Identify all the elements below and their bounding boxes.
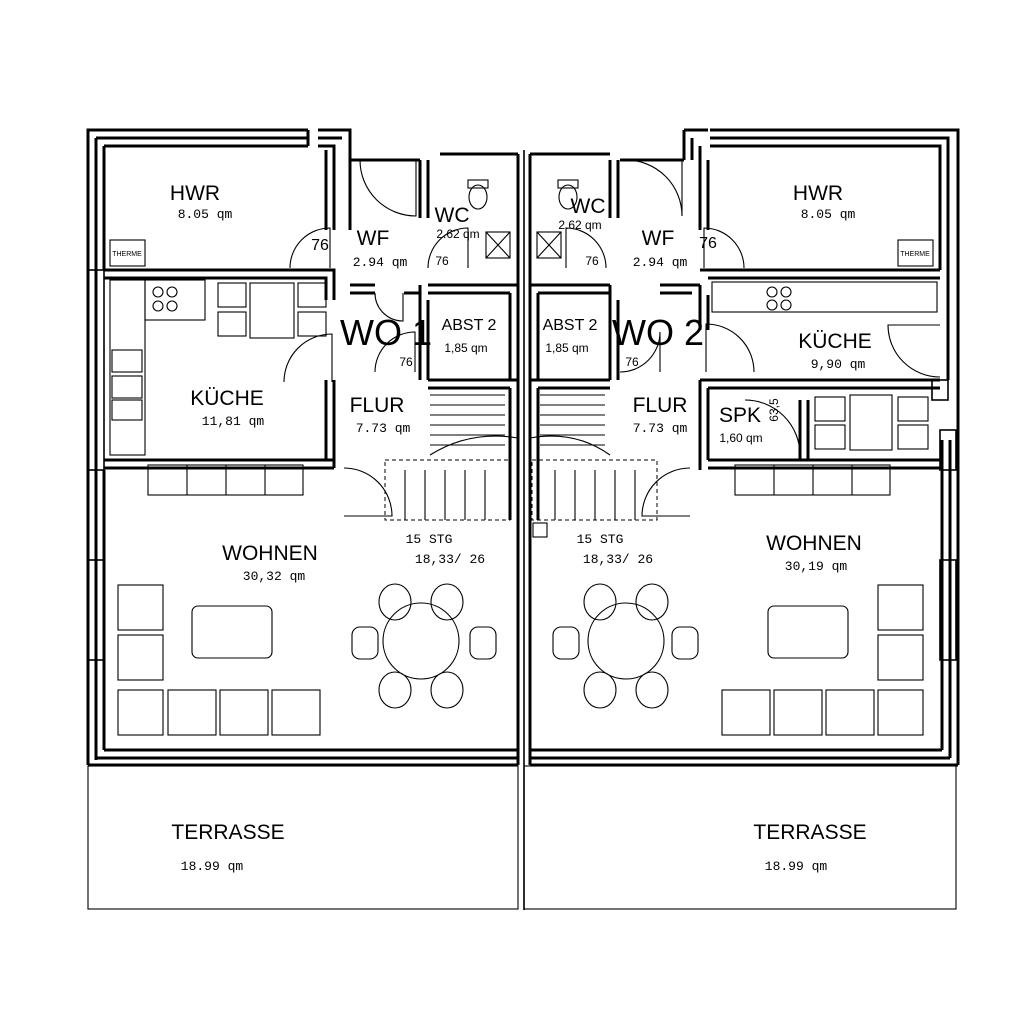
room-area-hwr-right: 8.05 qm	[801, 207, 856, 222]
door-dim-76-wc-right: 76	[585, 254, 599, 268]
room-area-spk: 1,60 qm	[719, 431, 762, 445]
room-area-abst-left: 1,85 qm	[444, 341, 487, 355]
room-area-wf-left: 2.94 qm	[353, 255, 408, 270]
room-name-flur-left: FLUR	[350, 394, 405, 417]
room-name-wohnen-left: WOHNEN	[222, 542, 318, 565]
room-name-spk: SPK	[719, 404, 761, 427]
room-area-flur-left: 7.73 qm	[356, 421, 411, 436]
room-area-abst-right: 1,85 qm	[545, 341, 588, 355]
room-area-hwr-left: 8.05 qm	[178, 207, 233, 222]
room-name-abst-right: ABST 2	[543, 317, 598, 334]
room-area-wc-right: 2.62 qm	[558, 218, 601, 232]
sanitary	[467, 179, 579, 259]
door-dim-76-wc-left: 76	[435, 254, 449, 268]
room-name-kueche-left: KÜCHE	[190, 387, 264, 410]
therme-label-right: THERME	[900, 251, 930, 258]
unit-label-wo1: WO 1	[340, 312, 432, 353]
room-area-wohnen-right: 30,19 qm	[785, 559, 848, 574]
room-area-wohnen-left: 30,32 qm	[243, 569, 306, 584]
room-name-terrasse-left: TERRASSE	[171, 821, 284, 844]
stair-steps-left: 15 STG	[406, 532, 453, 547]
stair-ratio-right: 18,33/ 26	[583, 552, 653, 567]
room-area-kueche-left: 11,81 qm	[202, 414, 265, 429]
furniture-right	[552, 239, 938, 736]
room-area-flur-right: 7.73 qm	[633, 421, 688, 436]
room-name-wohnen-right: WOHNEN	[766, 532, 862, 555]
door-dim-spk: 63,5	[767, 398, 781, 422]
room-name-wc-right: WC	[571, 195, 606, 218]
labels-left: HWR 8.05 qm THERME WF 2.94 qm 76 76 WC 2…	[112, 182, 496, 874]
door-dim-76-wo1: 76	[399, 355, 413, 369]
door-dim-76-hwr-left: 76	[311, 237, 329, 254]
doors	[283, 159, 941, 517]
labels-right: HWR 8.05 qm THERME WF 2.94 qm 76 76 WC 2…	[543, 182, 931, 874]
outer-walls	[86, 128, 960, 910]
room-name-hwr-right: HWR	[793, 182, 843, 205]
stairs	[384, 394, 658, 538]
room-area-wf-right: 2.94 qm	[633, 255, 688, 270]
therme-label-left: THERME	[112, 251, 142, 258]
room-name-hwr-left: HWR	[170, 182, 220, 205]
room-area-terrasse-right: 18.99 qm	[765, 859, 828, 874]
stair-ratio-left: 18,33/ 26	[415, 552, 485, 567]
stair-steps-right: 15 STG	[577, 532, 624, 547]
room-area-wc-left: 2.62 qm	[436, 227, 479, 241]
unit-label-wo2: WO 2	[612, 312, 704, 353]
room-name-wf-left: WF	[357, 227, 390, 250]
door-dim-76-wo2: 76	[625, 355, 639, 369]
room-name-kueche-right: KÜCHE	[798, 330, 872, 353]
room-name-abst-left: ABST 2	[442, 317, 497, 334]
room-name-wf-right: WF	[642, 227, 675, 250]
room-area-kueche-right: 9,90 qm	[811, 357, 866, 372]
room-name-flur-right: FLUR	[633, 394, 688, 417]
interior-walls-right	[528, 160, 957, 661]
furniture-left	[109, 239, 497, 736]
terraces	[87, 765, 957, 910]
room-name-wc-left: WC	[435, 204, 470, 227]
door-dim-76-hwr-right: 76	[699, 235, 717, 252]
room-area-terrasse-left: 18.99 qm	[181, 859, 244, 874]
room-name-terrasse-right: TERRASSE	[753, 821, 866, 844]
